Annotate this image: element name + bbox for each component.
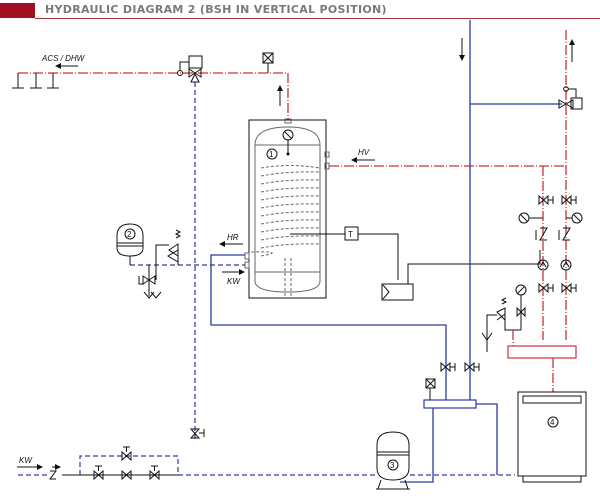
expansion-vessel-heating-number: 3 xyxy=(390,461,395,470)
diagram-header: HYDRAULIC DIAGRAM 2 (BSH IN VERTICAL POS… xyxy=(0,0,600,20)
kw-tank-label: KW xyxy=(227,277,241,286)
dhw-taps xyxy=(12,73,59,89)
drain-valve-dhw xyxy=(138,265,162,299)
thermostat-label: T xyxy=(348,230,353,239)
header-rule xyxy=(35,18,600,19)
safety-group-heating xyxy=(481,284,527,352)
header-accent-bar xyxy=(0,3,35,18)
controller-box xyxy=(381,250,541,301)
mixing-valve-heating xyxy=(558,86,583,110)
heating-return-line xyxy=(210,254,447,400)
inlet-valve-train xyxy=(80,446,178,481)
boiler xyxy=(517,391,587,483)
pump-group xyxy=(518,194,583,294)
hr-label: HR xyxy=(227,233,239,242)
air-vent-top xyxy=(262,52,274,73)
bypass-cold-line xyxy=(79,455,179,475)
return-valves xyxy=(440,361,480,373)
thermostat xyxy=(290,226,399,280)
dhw-supply-line xyxy=(18,72,289,120)
diagram-title: HYDRAULIC DIAGRAM 2 (BSH IN VERTICAL POS… xyxy=(45,3,387,16)
cold-riser-valve xyxy=(189,428,205,439)
return-manifold xyxy=(423,399,477,409)
hv-label: HV xyxy=(358,148,370,157)
expansion-vessel-dhw xyxy=(116,223,144,265)
tank-number: 1 xyxy=(269,150,274,159)
expansion-vessel-heating xyxy=(376,431,410,490)
boiler-return xyxy=(476,403,498,475)
check-valve xyxy=(49,464,80,480)
air-vent-lower xyxy=(425,378,436,400)
thermostatic-mixing-valve xyxy=(177,55,203,83)
safety-valve-dhw xyxy=(155,229,182,280)
kw-inlet-label: KW xyxy=(19,456,33,465)
vessel-connection xyxy=(400,408,434,483)
expansion-vessel-dhw-number: 2 xyxy=(127,230,132,239)
heating-manifold xyxy=(507,345,577,359)
storage-tank xyxy=(244,118,330,299)
boiler-number: 4 xyxy=(550,418,555,427)
dhw-label: ACS / DHW xyxy=(41,54,86,63)
tank-number-circle xyxy=(266,148,278,160)
